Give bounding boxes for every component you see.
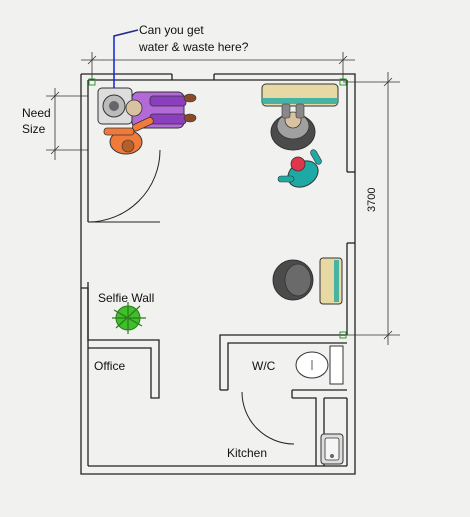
stylist-person (103, 116, 154, 155)
plant-icon (112, 302, 146, 334)
toilet-icon (295, 345, 344, 385)
room-label-kitchen: Kitchen (227, 446, 268, 460)
styling-chair-top (261, 83, 339, 151)
customer-person (277, 149, 322, 188)
water-waste-question: Can you get water & waste here? (139, 22, 269, 56)
room-label-office: Office (94, 359, 126, 373)
need-size-note: Need Size (22, 105, 51, 137)
outer-walls (80, 73, 356, 475)
waiting-chair (272, 257, 343, 305)
room-label-selfie-wall: Selfie Wall (98, 291, 155, 305)
need-size-line-2: Size (22, 122, 46, 136)
room-label-wc: W/C (252, 359, 276, 373)
question-line-2: water & waste here? (139, 40, 249, 54)
corner-markers (88, 78, 347, 339)
need-size-line-1: Need (22, 106, 51, 120)
question-line-1: Can you get (139, 23, 204, 37)
dimension-lines (46, 52, 400, 345)
dimension-height-label: 3700 (366, 187, 378, 212)
water-pointer (113, 29, 139, 98)
kitchen-sink-icon (320, 433, 344, 465)
door-swings (87, 149, 295, 445)
office-walls (81, 287, 160, 399)
